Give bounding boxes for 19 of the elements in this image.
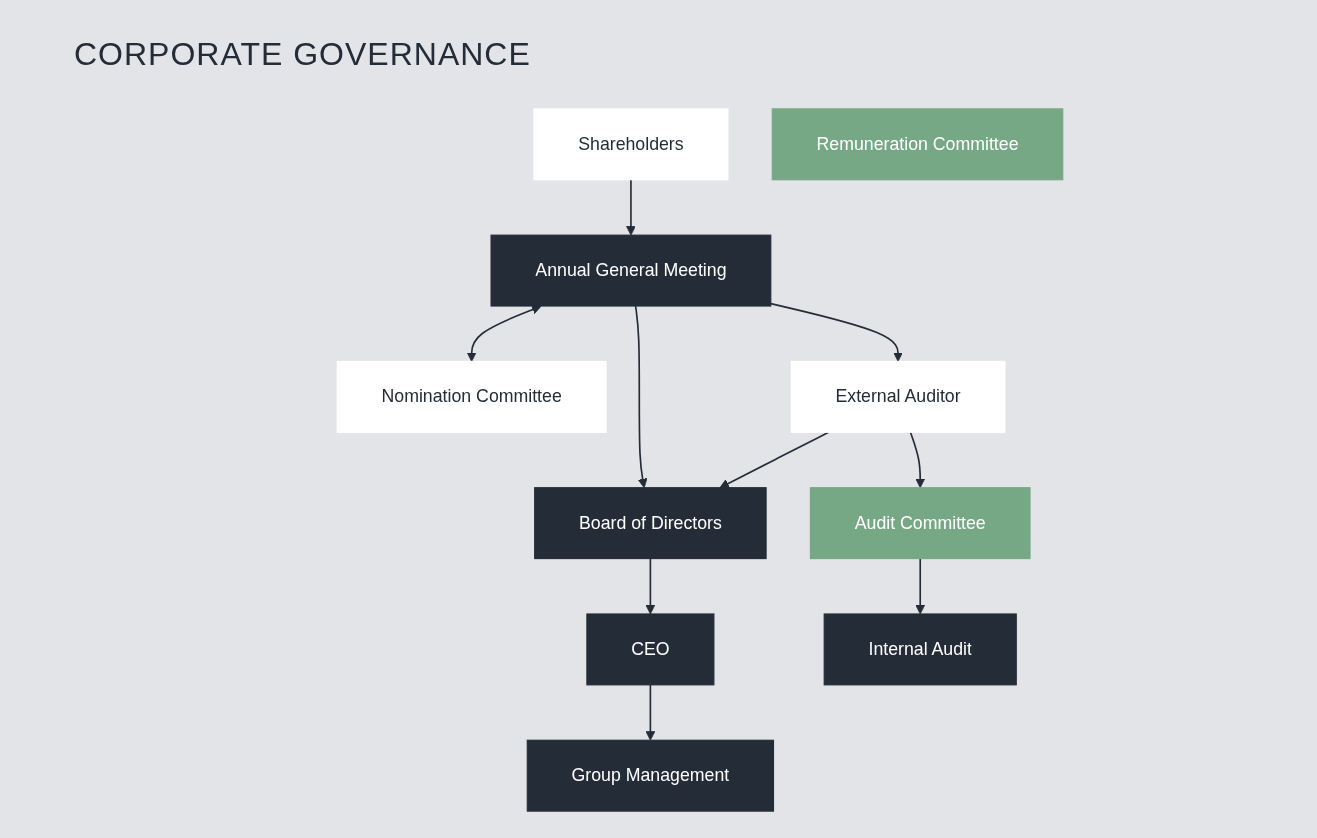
arrow [719,431,830,489]
arrow [634,305,648,489]
node-box: Nomination Committee [336,360,607,433]
arrow [626,178,636,236]
node-box: CEO [586,613,715,686]
arrow [645,684,656,741]
node-box: Internal Audit [823,613,1017,686]
arrow [769,302,903,362]
node-box: Audit Committee [809,487,1031,560]
node-box: Board of Directors [534,487,767,560]
node-box: Annual General Meeting [490,234,772,307]
arrow [909,431,926,489]
arrow [645,557,656,615]
node-box: External Auditor [790,360,1006,433]
node-box: Group Management [526,739,775,812]
node-box: Remuneration Committee [771,108,1064,181]
diagram-title: CORPORATE GOVERNANCE [74,36,531,73]
node-box: Shareholders [533,108,729,181]
arrow [915,557,926,615]
